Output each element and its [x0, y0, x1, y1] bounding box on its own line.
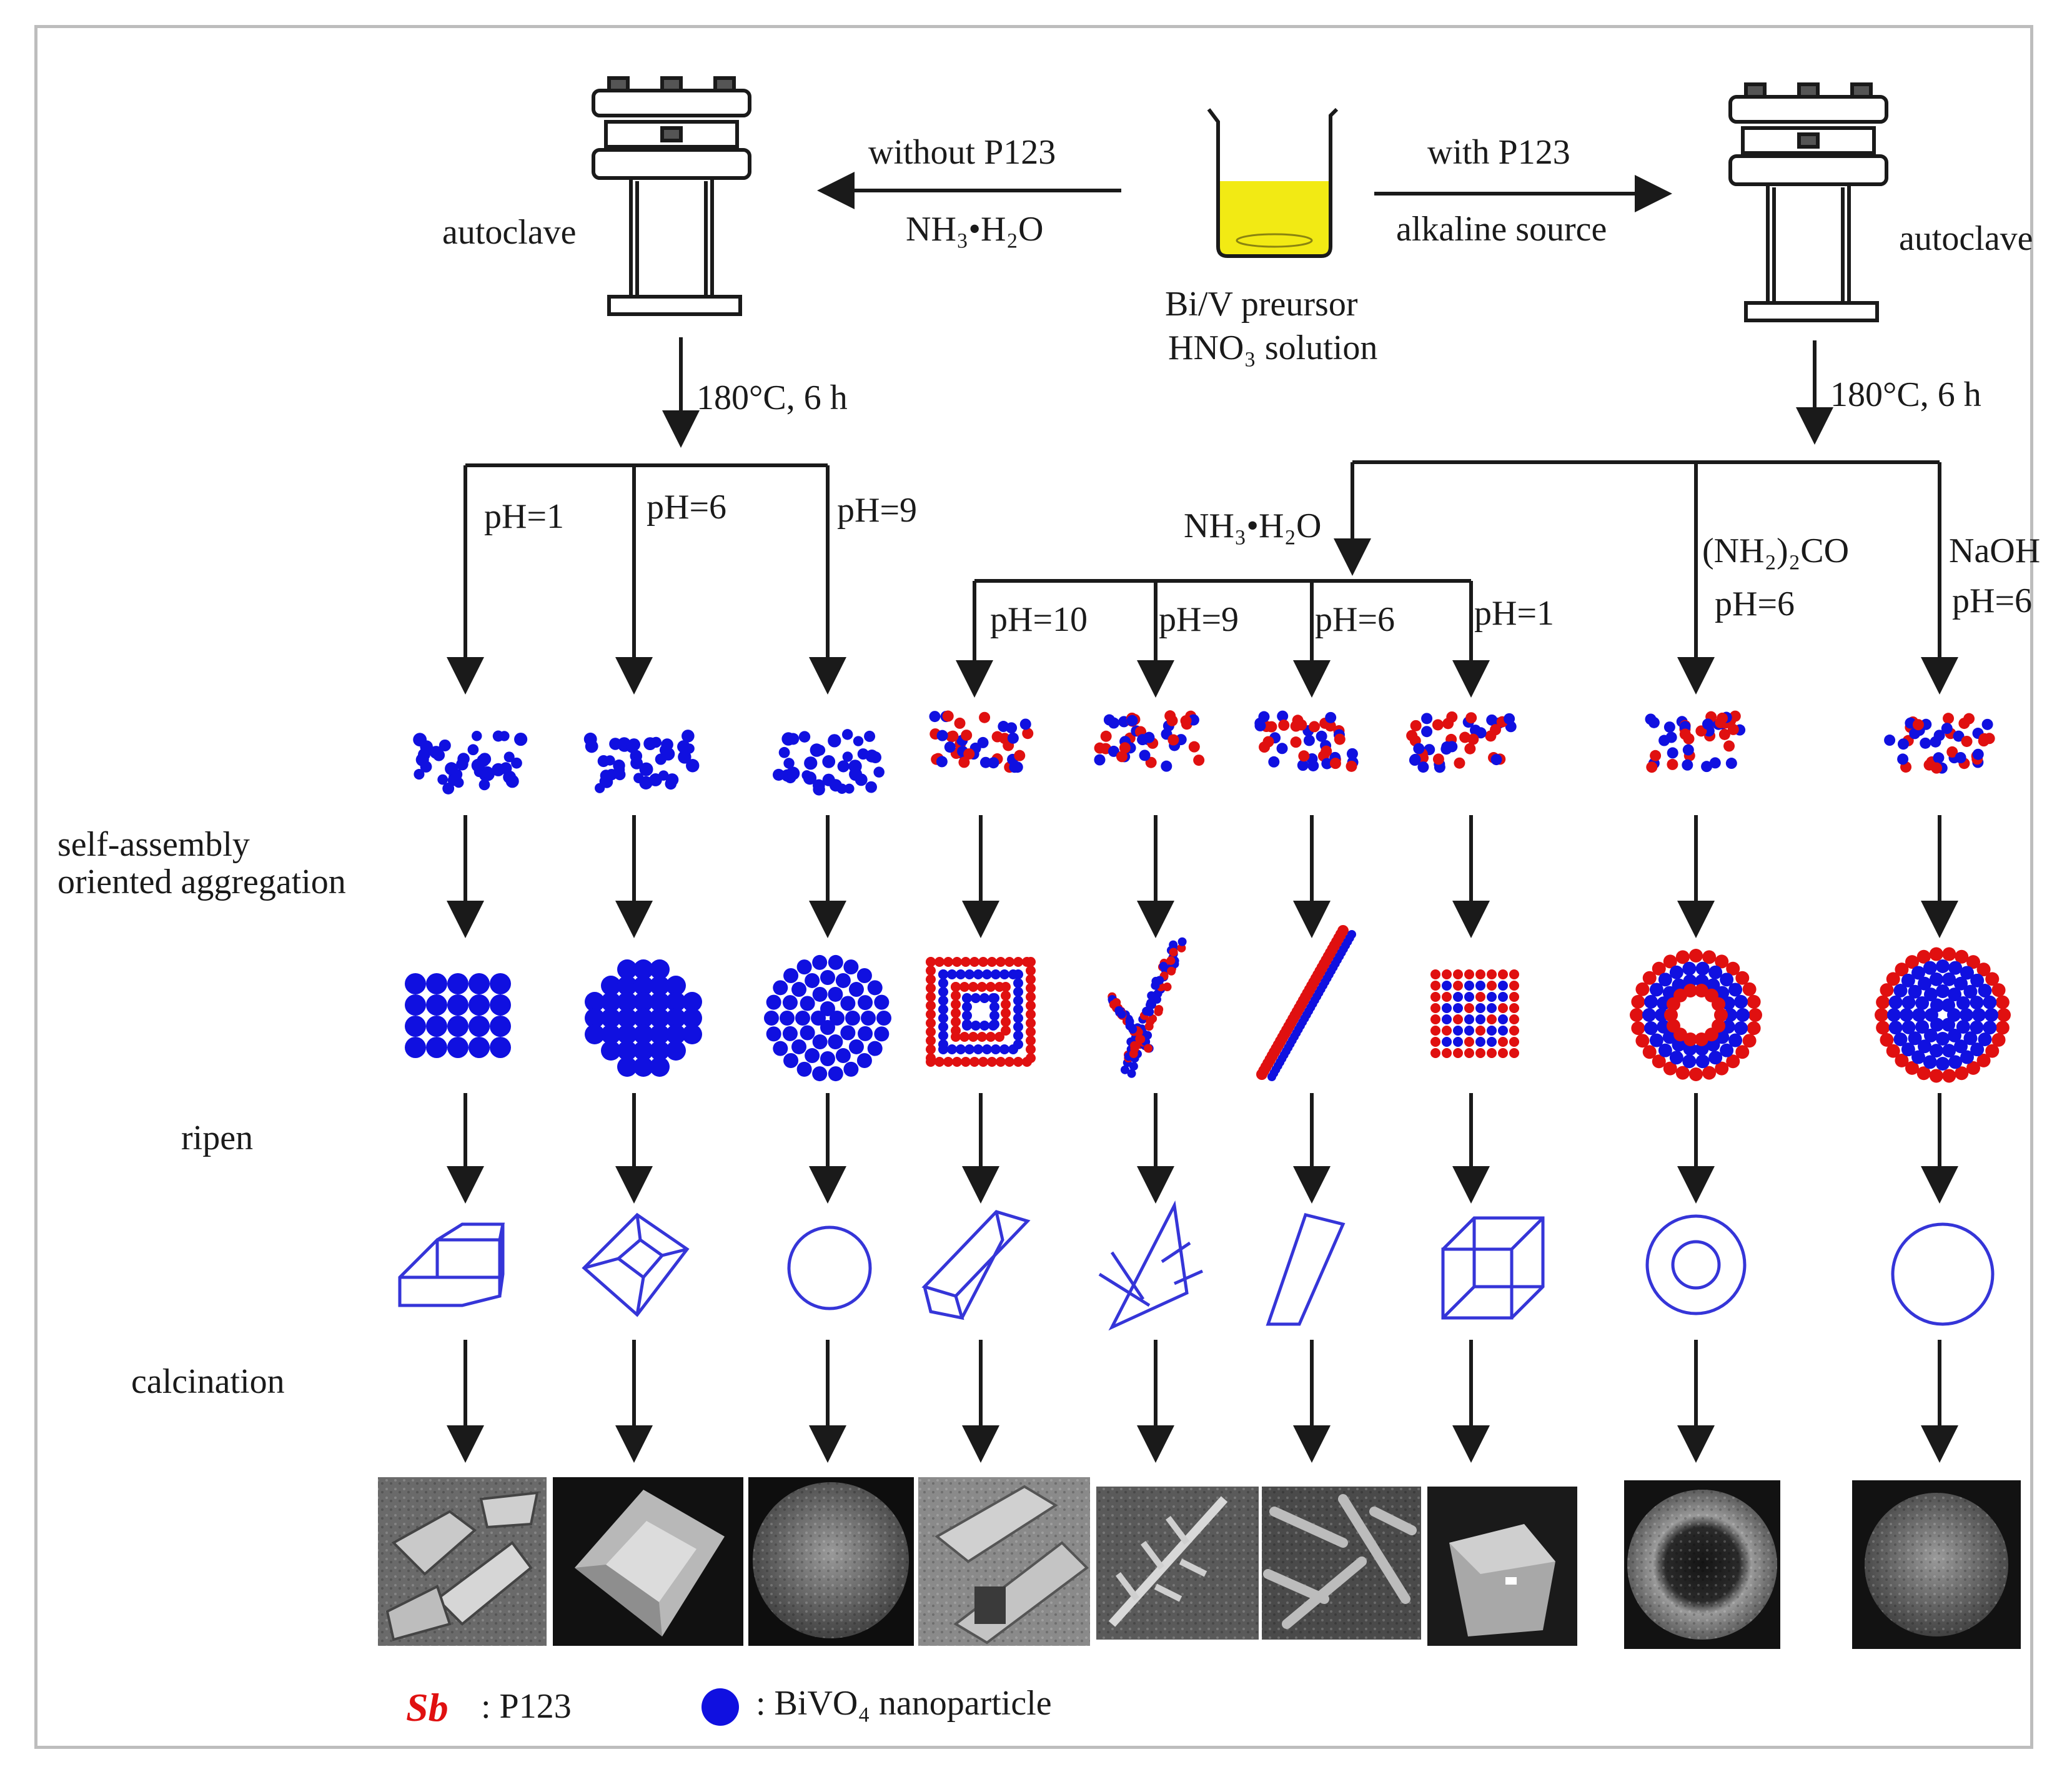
- autoclave-right-icon: [1728, 82, 1888, 322]
- branch-left-ph9: pH=9: [837, 491, 917, 530]
- stage-self-assembly-label: self-assembly: [57, 825, 250, 864]
- solid-sphere-assembly: [1875, 947, 2011, 1083]
- sem-image-rods: [918, 1477, 1090, 1646]
- without-p123-reagent: NH₃•H₂O: [906, 210, 1043, 249]
- p123-nanoparticle-cluster: [929, 710, 1034, 773]
- stage-calcination-label: calcination: [131, 1362, 285, 1401]
- branch-nh3-label: NH₃•H₂O: [1184, 507, 1321, 545]
- branch-naoh-label: NaOH: [1949, 532, 2040, 570]
- square-rod-assembly: [926, 957, 1036, 1067]
- sem-image-cube: [1427, 1487, 1577, 1646]
- branch-left-ph6: pH=6: [647, 488, 726, 527]
- branch-urea-label: (NH₂)₂CO: [1702, 532, 1849, 570]
- p123-legend-icon: Sb: [406, 1685, 449, 1730]
- assembled-structures: [405, 925, 2011, 1083]
- bivo4-legend-label: : BiVO₄ nanoparticle: [756, 1684, 1052, 1723]
- branch-naoh-ph: pH=6: [1952, 582, 2032, 620]
- p123-nanoparticle-cluster: [1406, 711, 1517, 773]
- stage-arrows: [447, 815, 1958, 1463]
- cubic-assembly: [405, 973, 511, 1058]
- branch-left-ph1: pH=1: [484, 497, 564, 536]
- sem-image-rod-bundle: [1262, 1487, 1421, 1640]
- branch-nh3-ph1: pH=1: [1474, 594, 1554, 633]
- branch-right: [956, 460, 1958, 698]
- p123-nanoparticle-cluster: [1254, 710, 1359, 772]
- nanoparticle-clusters: [413, 710, 1995, 796]
- truncated-bipyramid-outline: [582, 1212, 690, 1317]
- dendrite-assembly: [1108, 937, 1187, 1078]
- hollow-sphere-outline: [1645, 1214, 1747, 1315]
- cuboid-outline: [398, 1222, 505, 1307]
- branch-left: [447, 463, 846, 695]
- sphere-assembly: [764, 954, 891, 1082]
- bipyramid-assembly: [585, 959, 702, 1077]
- sem-image-hollow-sphere: [1624, 1480, 1780, 1649]
- nanoparticle-cluster: [773, 729, 885, 796]
- nanoparticle-cluster: [583, 730, 700, 793]
- sem-image-bipyramid: [553, 1477, 743, 1646]
- sem-image-stacked-plates: [378, 1477, 547, 1646]
- branch-nh3-ph10: pH=10: [990, 600, 1088, 639]
- beaker-icon: [1207, 107, 1339, 258]
- condition-left-label: 180°C, 6 h: [696, 379, 848, 417]
- dendrite-outline: [1098, 1200, 1204, 1331]
- p123-nanoparticle-cluster: [1645, 710, 1746, 773]
- with-p123-reagent: alkaline source: [1396, 210, 1607, 249]
- autoclave-right-label: autoclave: [1899, 219, 2033, 258]
- p123-nanoparticle-cluster: [1884, 713, 1995, 774]
- square-rod-outline: [921, 1210, 1031, 1320]
- stage-oriented-aggregation-label: oriented aggregation: [57, 863, 346, 901]
- precursor-solution-label: HNO₃ solution: [1168, 329, 1377, 367]
- p123-legend-label: : P123: [481, 1687, 572, 1726]
- stage-ripen-label: ripen: [181, 1119, 253, 1157]
- cube-assembly: [1430, 969, 1519, 1058]
- autoclave-left-icon: [592, 76, 751, 316]
- autoclave-left-label: autoclave: [442, 213, 577, 252]
- sphere-outline: [787, 1225, 872, 1310]
- solid-sphere-outline: [1891, 1222, 1995, 1326]
- rod-assembly: [1256, 925, 1356, 1081]
- branch-urea-ph: pH=6: [1715, 585, 1795, 623]
- sem-image-dendrites: [1096, 1487, 1259, 1640]
- sem-image-solid-sphere: [1852, 1480, 2021, 1649]
- bivo4-legend-icon: [701, 1688, 739, 1726]
- rod-outline: [1266, 1213, 1346, 1326]
- branch-nh3-ph9: pH=9: [1159, 600, 1239, 639]
- figure-frame: [34, 25, 2033, 1749]
- with-p123-label: with P123: [1427, 133, 1570, 172]
- hollow-sphere-assembly: [1630, 949, 1762, 1081]
- sem-image-sphere: [748, 1477, 914, 1646]
- sem-images: [378, 1477, 2021, 1649]
- p123-nanoparticle-cluster: [1094, 710, 1205, 772]
- branch-nh3-ph6: pH=6: [1315, 600, 1395, 639]
- nanoparticle-cluster: [413, 730, 528, 794]
- precursor-label: Bi/V preursor: [1165, 285, 1358, 324]
- without-p123-label: without P123: [868, 133, 1056, 172]
- condition-right-label: 180°C, 6 h: [1830, 375, 1981, 414]
- legend: Sb : P123 : BiVO₄ nanoparticle: [406, 1684, 1052, 1730]
- cube-outline: [1441, 1216, 1545, 1320]
